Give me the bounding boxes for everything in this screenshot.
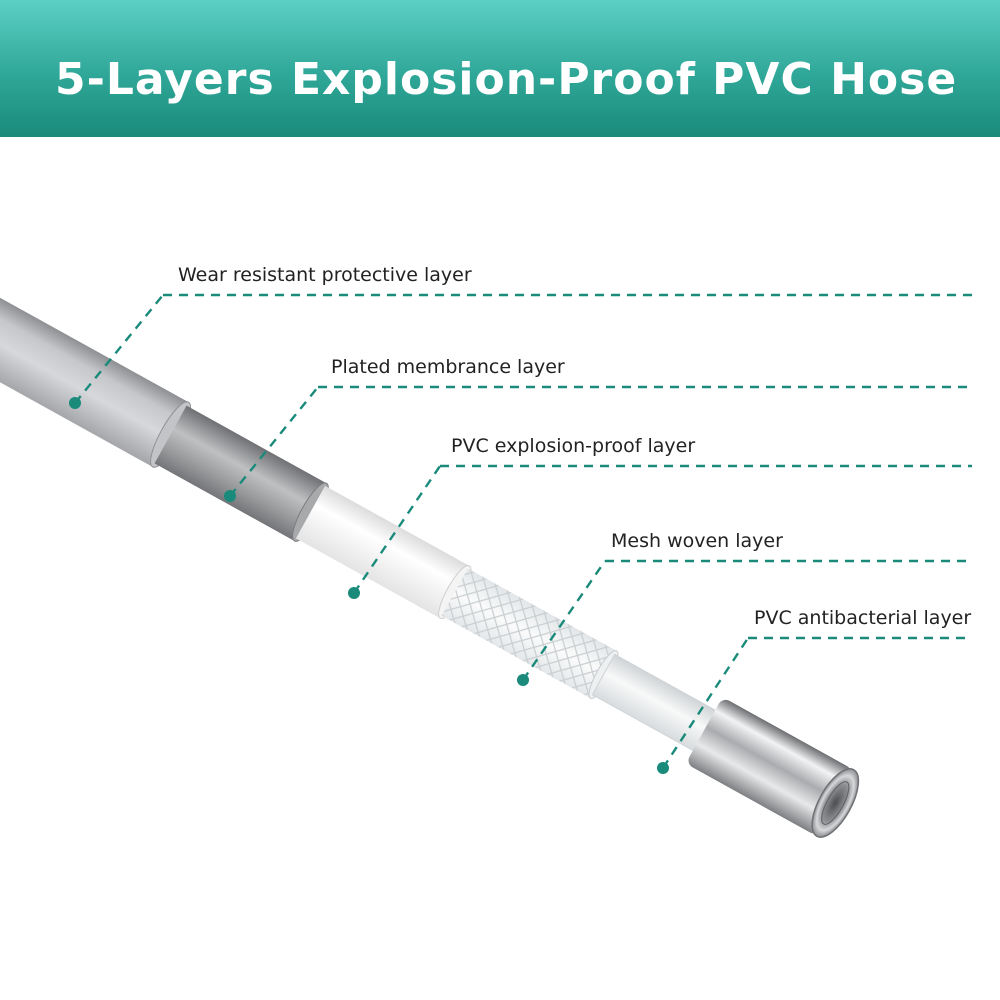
callout-dot-pvc-antibacterial [657,762,669,774]
label-plated-membrance: Plated membrance layer [331,356,565,378]
title-banner: 5-Layers Explosion-Proof PVC Hose [0,0,1000,137]
outer-protective-layer [0,288,189,467]
callout-pvc-explosion-proof [353,464,972,594]
callout-dot-pvc-explosion-proof [348,587,360,599]
callout-wear-resistant [74,293,972,404]
chrome-fitting-thread [821,781,850,825]
callout-plated-membrance [229,385,972,497]
label-mesh-woven: Mesh woven layer [611,530,783,552]
callout-dot-plated-membrance [224,490,236,502]
callout-dot-wear-resistant [69,397,81,409]
mesh-weave-pattern [441,568,617,699]
plated-membrance-layer [154,405,327,541]
callout-mesh-woven [522,559,972,681]
label-pvc-explosion-proof: PVC explosion-proof layer [451,435,696,457]
page-title: 5-Layers Explosion-Proof PVC Hose [55,54,958,105]
label-wear-resistant: Wear resistant protective layer [178,264,472,286]
callout-pvc-antibacterial [661,636,972,769]
label-pvc-antibacterial: PVC antibacterial layer [754,607,972,629]
chrome-fitting-body [688,699,851,834]
callout-dot-mesh-woven [517,674,529,686]
chrome-fitting-face-icon [811,768,860,838]
